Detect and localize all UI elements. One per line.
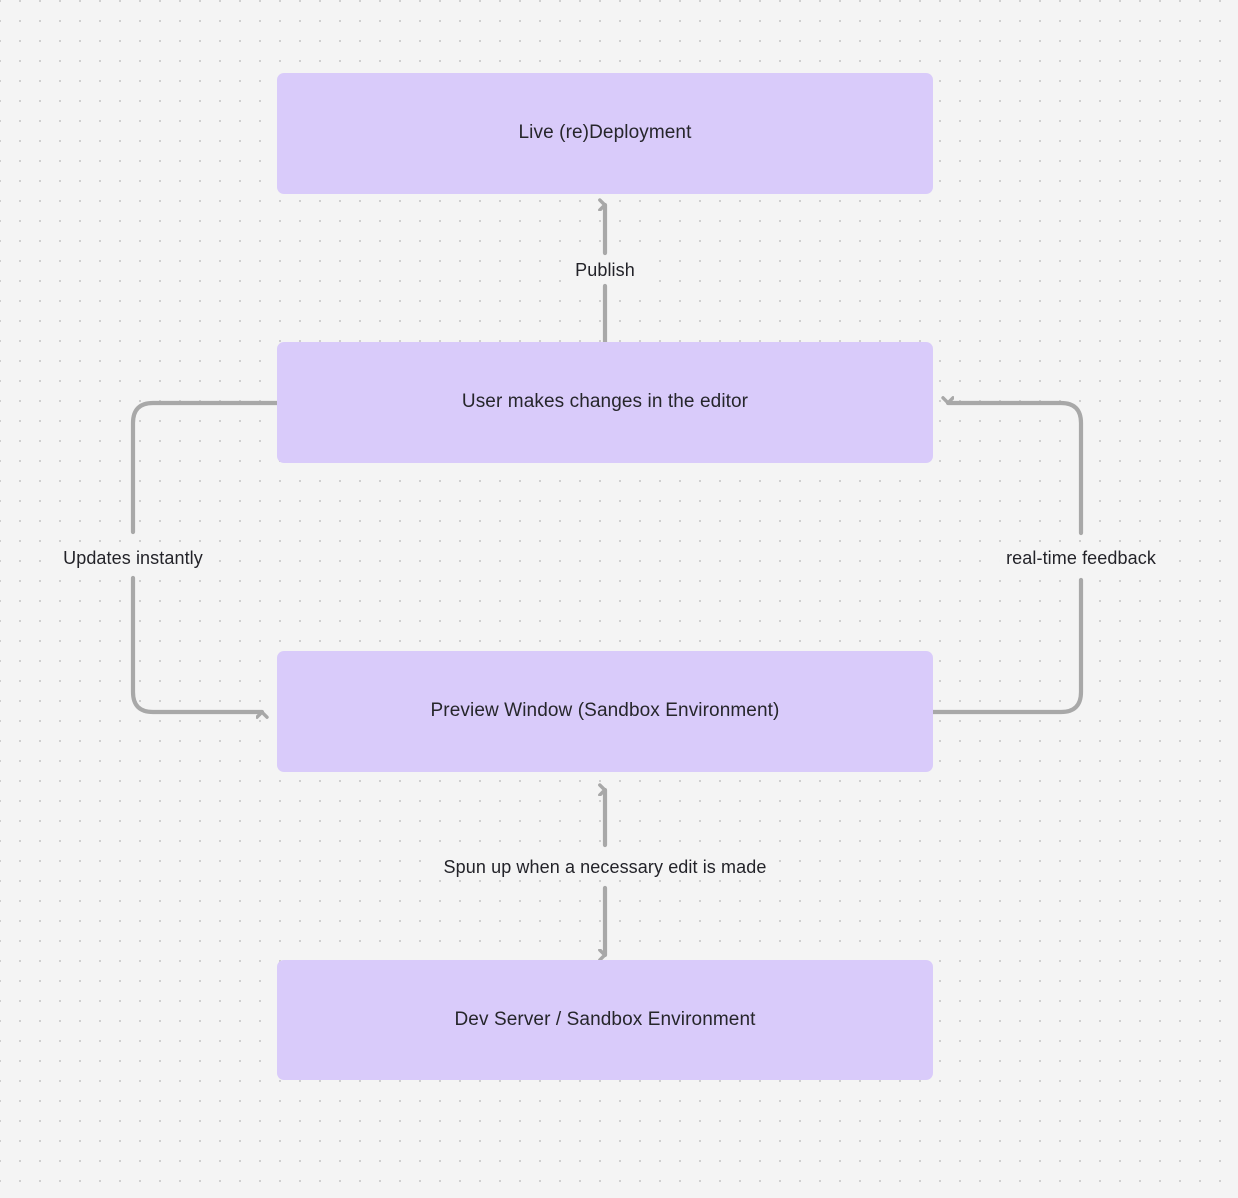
node-dev-server[interactable]: Dev Server / Sandbox Environment [277,960,933,1080]
node-preview-window[interactable]: Preview Window (Sandbox Environment) [277,651,933,772]
node-preview-window-label: Preview Window (Sandbox Environment) [430,700,780,722]
node-live-deployment[interactable]: Live (re)Deployment [277,73,933,194]
node-live-deployment-label: Live (re)Deployment [518,122,692,144]
edge-label-updates-instantly: Updates instantly [56,546,210,570]
edge-label-publish: Publish [568,258,642,282]
node-dev-server-label: Dev Server / Sandbox Environment [454,1008,756,1030]
edge-label-spun-up: Spun up when a necessary edit is made [436,855,774,879]
node-user-edits[interactable]: User makes changes in the editor [277,342,933,463]
node-user-edits-label: User makes changes in the editor [461,391,749,413]
edge-label-real-time-feedback: real-time feedback [999,546,1163,570]
